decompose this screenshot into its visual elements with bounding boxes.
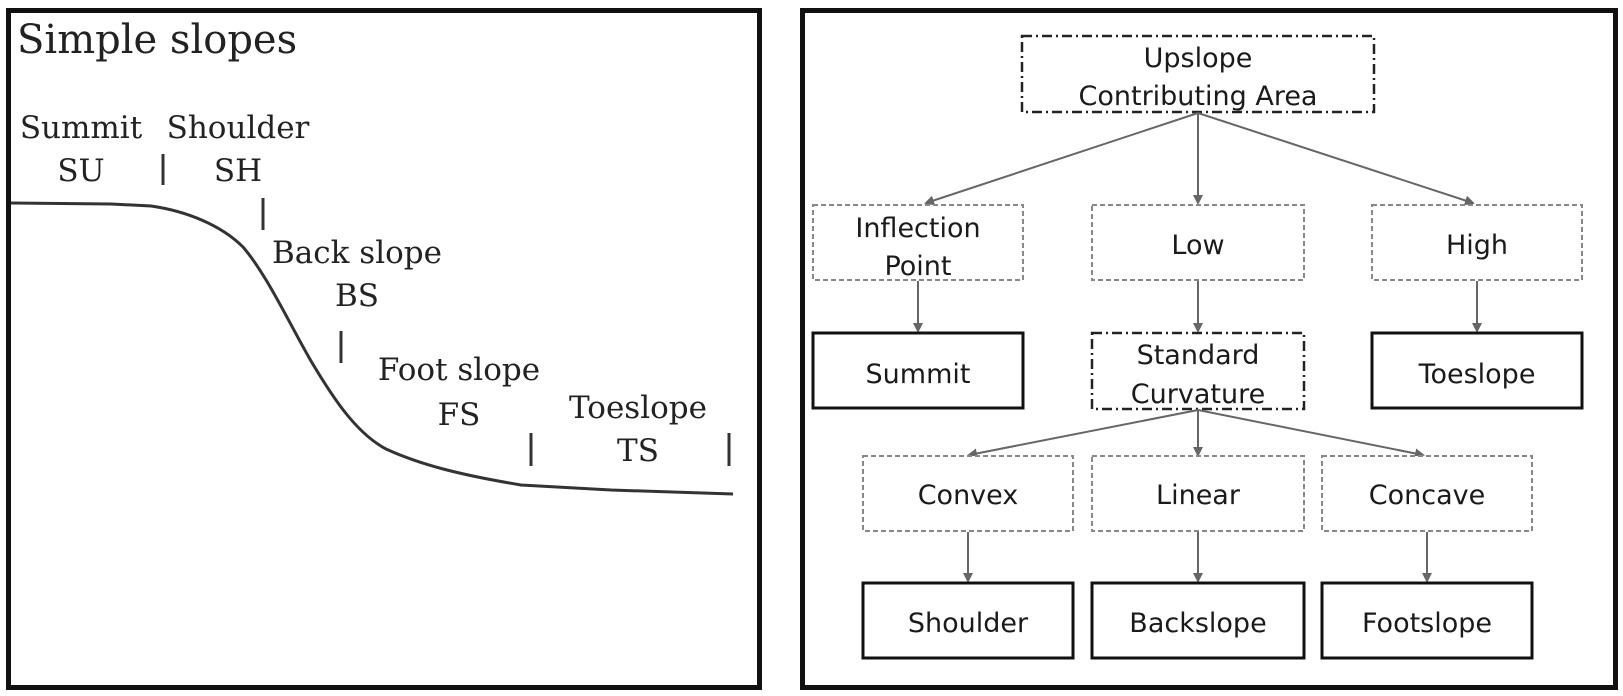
inflection-line1: Inflection (855, 213, 980, 244)
low-node: Low (1091, 204, 1305, 281)
arrow-standard-to-convex (967, 409, 1199, 459)
low-label: Low (1171, 230, 1224, 261)
convex-node: Convex (862, 455, 1074, 532)
footslope-result: Footslope (1362, 608, 1492, 639)
bs-label: BS (335, 278, 379, 314)
shoulder-label: Shoulder (167, 110, 310, 146)
inflection-line2: Point (884, 251, 951, 282)
toeslope-result: Toeslope (1418, 359, 1536, 390)
summit-result: Summit (866, 359, 971, 390)
arrow-upslope-to-high (1197, 112, 1475, 206)
shoulder-result: Shoulder (908, 608, 1029, 639)
flowchart-diagram: Upslope Contributing Area Inflection Poi… (811, 34, 1584, 660)
simple-slopes-panel: Simple slopes Summit SU Shoulder SH Back… (6, 8, 762, 690)
slope-classification-flowchart: Upslope Contributing Area Inflection Poi… (800, 8, 1618, 690)
arrow-upslope-to-inflection (924, 112, 1199, 206)
upslope-contributing-area-node: Upslope Contributing Area (1020, 34, 1376, 114)
sh-label: SH (214, 153, 262, 189)
toeslope-node: Toeslope (1370, 331, 1584, 410)
slope-profile-curve (11, 201, 734, 496)
su-label: SU (57, 153, 104, 189)
standard-line2: Curvature (1131, 379, 1265, 410)
high-node: High (1371, 204, 1583, 281)
simple-slopes-title: Simple slopes (17, 17, 297, 63)
upslope-line1: Upslope (1144, 43, 1253, 74)
standard-line1: Standard (1137, 340, 1260, 371)
convex-label: Convex (918, 480, 1019, 511)
standard-curvature-node: Standard Curvature (1090, 331, 1306, 411)
ts-label: TS (617, 433, 659, 469)
shoulder-node: Shoulder (861, 581, 1075, 660)
concave-node: Concave (1321, 455, 1533, 532)
backslope-label: Back slope (272, 235, 442, 271)
backslope-result: Backslope (1129, 608, 1266, 639)
backslope-node: Backslope (1090, 581, 1306, 660)
concave-label: Concave (1369, 480, 1485, 511)
footslope-label: Foot slope (378, 352, 540, 388)
linear-node: Linear (1091, 455, 1305, 532)
inflection-point-node: Inflection Point (812, 204, 1024, 282)
summit-node: Summit (811, 331, 1025, 410)
footslope-node: Footslope (1320, 581, 1534, 660)
arrow-standard-to-concave (1197, 409, 1425, 459)
fs-label: FS (438, 397, 481, 433)
slope-profile-diagram: Simple slopes Summit SU Shoulder SH Back… (11, 17, 734, 496)
summit-label: Summit (20, 110, 143, 146)
toeslope-label: Toeslope (569, 390, 707, 426)
upslope-line2: Contributing Area (1079, 81, 1318, 112)
high-label: High (1446, 230, 1508, 261)
linear-label: Linear (1156, 480, 1241, 511)
